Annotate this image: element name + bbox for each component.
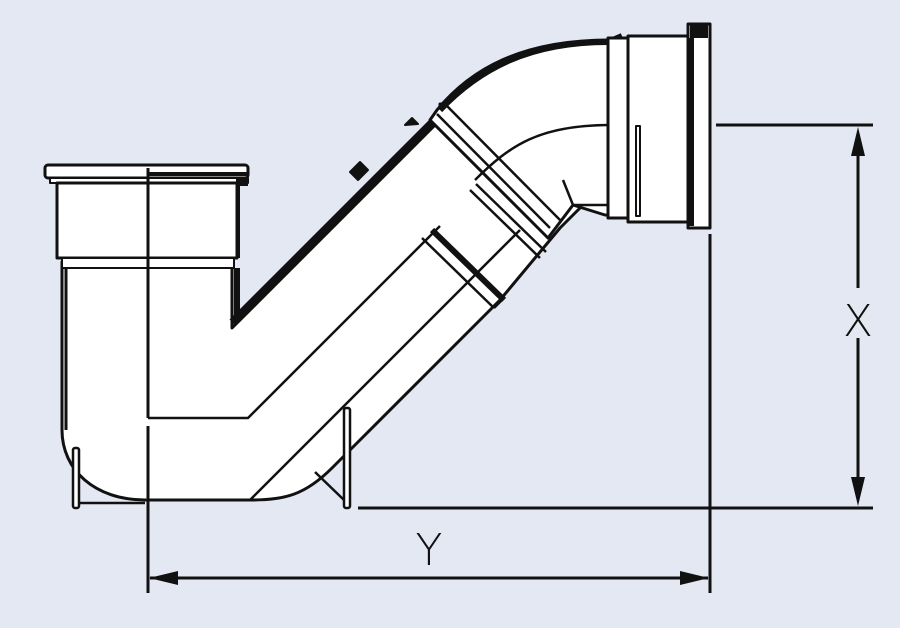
arrow-left-icon xyxy=(149,571,178,585)
support-feet xyxy=(71,406,352,510)
elbow-outer-edge xyxy=(437,33,624,113)
arrow-down-icon xyxy=(851,477,865,506)
dimension-y: Y xyxy=(146,234,712,593)
dimension-x-label: X xyxy=(843,296,873,347)
elbow-inner-curve xyxy=(474,123,705,181)
dimension-y-label: Y xyxy=(416,525,443,576)
diagonal-lower-edge xyxy=(249,229,521,501)
left-riser xyxy=(64,168,441,430)
diagonal-couplings xyxy=(421,105,561,309)
arrow-up-icon xyxy=(851,127,865,156)
right-socket xyxy=(606,22,712,230)
vent-nub xyxy=(349,161,369,181)
vent-nub-2 xyxy=(404,117,419,126)
diagonal-top-edge xyxy=(229,119,435,325)
dimension-x: X xyxy=(358,123,873,510)
elbow-notch xyxy=(561,179,608,207)
trap-body xyxy=(60,38,624,502)
arrow-right-icon xyxy=(680,571,709,585)
